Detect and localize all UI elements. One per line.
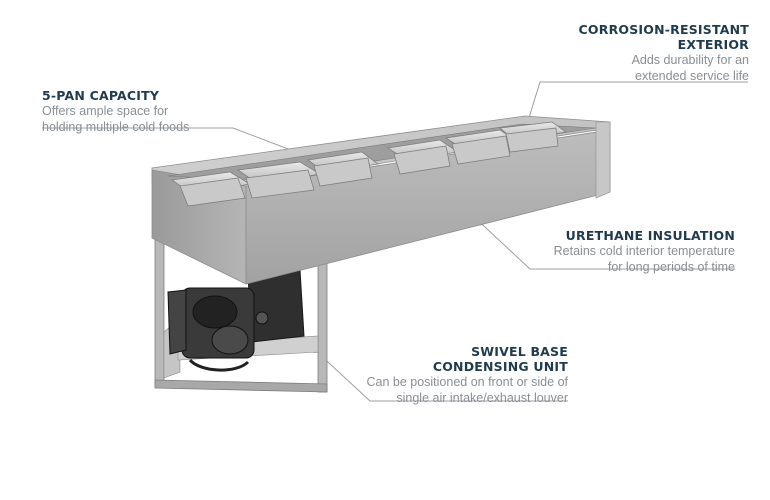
callout-description-line: single air intake/exhaust louver (396, 391, 568, 405)
callout-description-line: extended service life (635, 69, 749, 83)
pan-1 (170, 171, 252, 207)
callout-swivel-base-condensing-unit: SWIVEL BASE CONDENSING UNIT Can be posit… (366, 344, 568, 406)
callout-title: CONDENSING UNIT (432, 359, 568, 374)
callout-description-line: holding multiple cold foods (42, 120, 190, 134)
callout-title: SWIVEL BASE (471, 344, 568, 359)
pan-3 (306, 151, 380, 187)
food-pans (170, 121, 568, 207)
callout-title: 5-PAN CAPACITY (42, 88, 160, 103)
callout-urethane-insulation: URETHANE INSULATION Retains cold interio… (554, 228, 735, 275)
condensing-unit (167, 269, 305, 372)
callout-description-line: for long periods of time (607, 260, 735, 274)
pan-5 (444, 129, 520, 165)
leader-line-condensing (314, 349, 568, 402)
pan-2 (236, 161, 322, 199)
callout-pan-capacity: 5-PAN CAPACITY Offers ample space for ho… (42, 88, 189, 135)
callout-description-line: Adds durability for an (631, 53, 749, 67)
callout-title: EXTERIOR (677, 37, 749, 52)
callout-title: URETHANE INSULATION (565, 228, 735, 243)
callout-description-line: Retains cold interior temperature (553, 244, 735, 258)
callout-corrosion-resistant-exterior: CORROSION-RESISTANT EXTERIOR Adds durabi… (579, 22, 749, 84)
pan-6 (499, 121, 568, 153)
leader-line-insulation (469, 212, 735, 270)
callout-description-line: Can be positioned on front or side of (366, 375, 568, 389)
callout-title: CORROSION-RESISTANT (578, 22, 749, 37)
callout-description-line: Offers ample space for (42, 104, 169, 118)
